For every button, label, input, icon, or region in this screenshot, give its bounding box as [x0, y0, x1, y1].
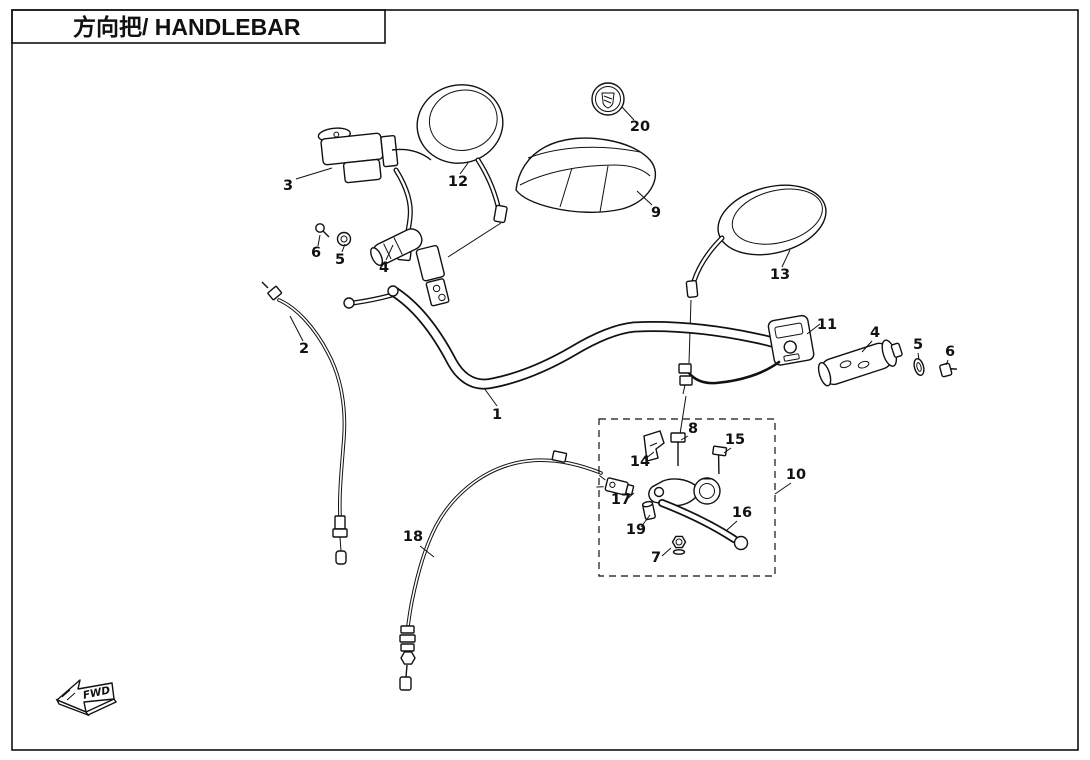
switch-housing	[678, 314, 815, 395]
callout-11: 11	[817, 317, 837, 333]
callout-18: 18	[403, 529, 423, 545]
clamp-bolt	[670, 432, 686, 466]
clutch-perch	[648, 477, 721, 507]
right-washer	[913, 358, 925, 376]
left-bolt	[315, 223, 330, 238]
right-bolt	[939, 362, 957, 378]
callout-16: 16	[732, 505, 752, 521]
callout-5-right: 5	[913, 337, 923, 353]
callout-1: 1	[492, 407, 502, 423]
handlebar-cover	[515, 137, 657, 213]
callout-4-right: 4	[870, 325, 880, 341]
handlebar	[387, 285, 808, 390]
callout-10: 10	[786, 467, 806, 483]
left-clamp	[415, 244, 450, 307]
clutch-assembly-box	[598, 418, 776, 577]
callout-12: 12	[448, 174, 468, 190]
page-border	[11, 9, 1079, 751]
pivot-nut	[671, 535, 687, 555]
callout-19: 19	[626, 522, 646, 538]
callout-4: 4	[379, 260, 389, 276]
callout-14: 14	[630, 454, 650, 470]
left-mirror	[416, 84, 508, 258]
bracket-clip	[643, 430, 665, 462]
clutch-switch	[596, 474, 635, 496]
throttle-cable	[261, 281, 348, 565]
callout-8: 8	[688, 421, 698, 437]
pivot-pin	[641, 500, 656, 521]
callout-15: 15	[725, 432, 745, 448]
left-grip	[370, 228, 423, 266]
perch-bolt	[712, 445, 728, 475]
right-mirror	[685, 184, 827, 298]
leader-lines	[289, 106, 949, 558]
callout-20: 20	[630, 119, 650, 135]
callout-13: 13	[770, 267, 790, 283]
callout-numbers: 1 2 3 4 5 6 7 8 9 10 11 12 13 14 15 16 1…	[283, 119, 955, 566]
callout-3: 3	[283, 178, 293, 194]
callout-2: 2	[299, 341, 309, 357]
callout-17: 17	[611, 492, 631, 508]
callout-9: 9	[651, 205, 661, 221]
callout-6: 6	[311, 245, 321, 261]
clutch-cable	[399, 450, 603, 691]
fwd-label: FWD	[82, 684, 112, 702]
clutch-lever	[658, 499, 749, 551]
brand-emblem	[591, 82, 625, 116]
callout-6-right: 6	[945, 344, 955, 360]
title-box	[11, 9, 386, 44]
left-washer	[336, 231, 352, 247]
brake-lever	[343, 290, 402, 309]
callout-7: 7	[651, 550, 661, 566]
page-title: 方向把/ HANDLEBAR	[73, 14, 301, 40]
right-grip	[817, 339, 903, 387]
fwd-arrow: FWD	[55, 679, 118, 717]
callout-5: 5	[335, 252, 345, 268]
